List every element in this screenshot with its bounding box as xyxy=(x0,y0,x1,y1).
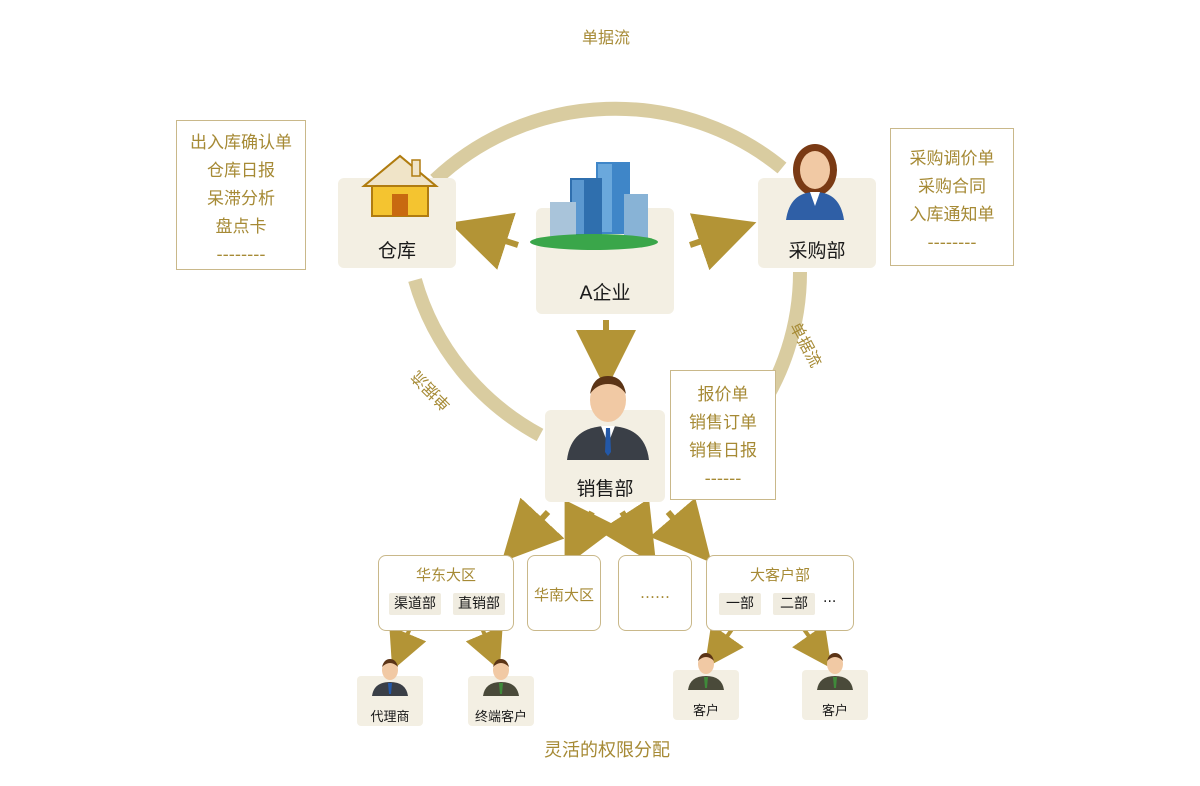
chip-dept-two: 二部 xyxy=(773,593,815,615)
doc-item: 仓库日报 xyxy=(207,161,275,181)
region-title: 大客户部 xyxy=(749,566,810,584)
region-key-accounts: 大客户部 一部 二部 ··· xyxy=(706,555,854,631)
arrow-to-key-accounts xyxy=(649,497,712,563)
leaf-label: 代理商 xyxy=(370,710,410,725)
region-more: …… xyxy=(618,555,692,631)
doc-item: 报价单 xyxy=(697,385,749,405)
leaf-agent: 代理商 xyxy=(357,659,423,726)
enterprise-node: A企业 xyxy=(530,162,674,314)
chip-channel: 渠道部 xyxy=(389,593,441,615)
flow-ring-top xyxy=(430,101,787,186)
sales-label: 销售部 xyxy=(576,478,634,500)
doc-item: 销售日报 xyxy=(689,441,757,461)
region-east: 华东大区 渠道部 直销部 xyxy=(378,555,514,631)
doc-item: 销售订单 xyxy=(689,413,757,433)
warehouse-doc-list: 出入库确认单 仓库日报 呆滞分析 盘点卡 -------- xyxy=(176,120,306,270)
region-title: 华南大区 xyxy=(533,586,594,604)
flow-ring-left xyxy=(408,278,544,442)
region-title: …… xyxy=(640,584,670,602)
region-title: 华东大区 xyxy=(415,566,476,584)
diagram-caption: 灵活的权限分配 xyxy=(544,740,670,761)
enterprise-label: A企业 xyxy=(579,282,631,304)
purchasing-node: 采购部 xyxy=(758,144,876,268)
warehouse-label: 仓库 xyxy=(377,240,416,262)
warehouse-node: 仓库 xyxy=(338,154,456,268)
purchasing-label: 采购部 xyxy=(788,240,846,262)
doc-divider: -------- xyxy=(927,233,977,253)
leaf-label: 客户 xyxy=(821,704,848,719)
person-icon xyxy=(817,653,853,690)
leaf-customer-1: 客户 xyxy=(673,653,739,720)
doc-item: 入库通知单 xyxy=(909,205,995,225)
chip-direct-sales: 直销部 xyxy=(453,593,505,615)
arrow-to-east xyxy=(501,497,565,562)
region-south: 华南大区 xyxy=(527,555,601,631)
doc-item: 采购调价单 xyxy=(909,149,995,169)
doc-divider: ------ xyxy=(704,469,742,489)
doc-divider: -------- xyxy=(216,245,266,265)
doc-item: 出入库确认单 xyxy=(190,133,292,153)
person-icon xyxy=(688,653,724,690)
sales-node: 销售部 xyxy=(545,376,665,502)
purchasing-doc-list: 采购调价单 采购合同 入库通知单 -------- xyxy=(890,128,1014,266)
leaf-label: 客户 xyxy=(692,704,719,719)
male-avatar-icon xyxy=(567,376,649,460)
arrow-to-warehouse xyxy=(449,212,519,270)
leaf-end-customer: 终端客户 xyxy=(468,659,534,726)
female-avatar-icon xyxy=(786,144,844,220)
person-icon xyxy=(483,659,519,696)
chip-more: ··· xyxy=(823,594,837,610)
sales-doc-list: 报价单 销售订单 销售日报 ------ xyxy=(670,370,776,500)
flow-label-top: 单据流 xyxy=(582,28,631,47)
leaf-label: 终端客户 xyxy=(474,710,527,725)
building-icon xyxy=(530,162,658,250)
doc-item: 呆滞分析 xyxy=(207,189,275,209)
arrow-to-south xyxy=(564,499,619,567)
leaf-customer-2: 客户 xyxy=(802,653,868,720)
arrow-to-more xyxy=(598,498,657,566)
person-icon xyxy=(372,659,408,696)
house-icon xyxy=(361,154,439,217)
doc-item: 盘点卡 xyxy=(215,217,267,237)
chip-dept-one: 一部 xyxy=(719,593,761,615)
doc-item: 采购合同 xyxy=(918,177,986,197)
arrow-to-purchasing xyxy=(689,213,757,271)
